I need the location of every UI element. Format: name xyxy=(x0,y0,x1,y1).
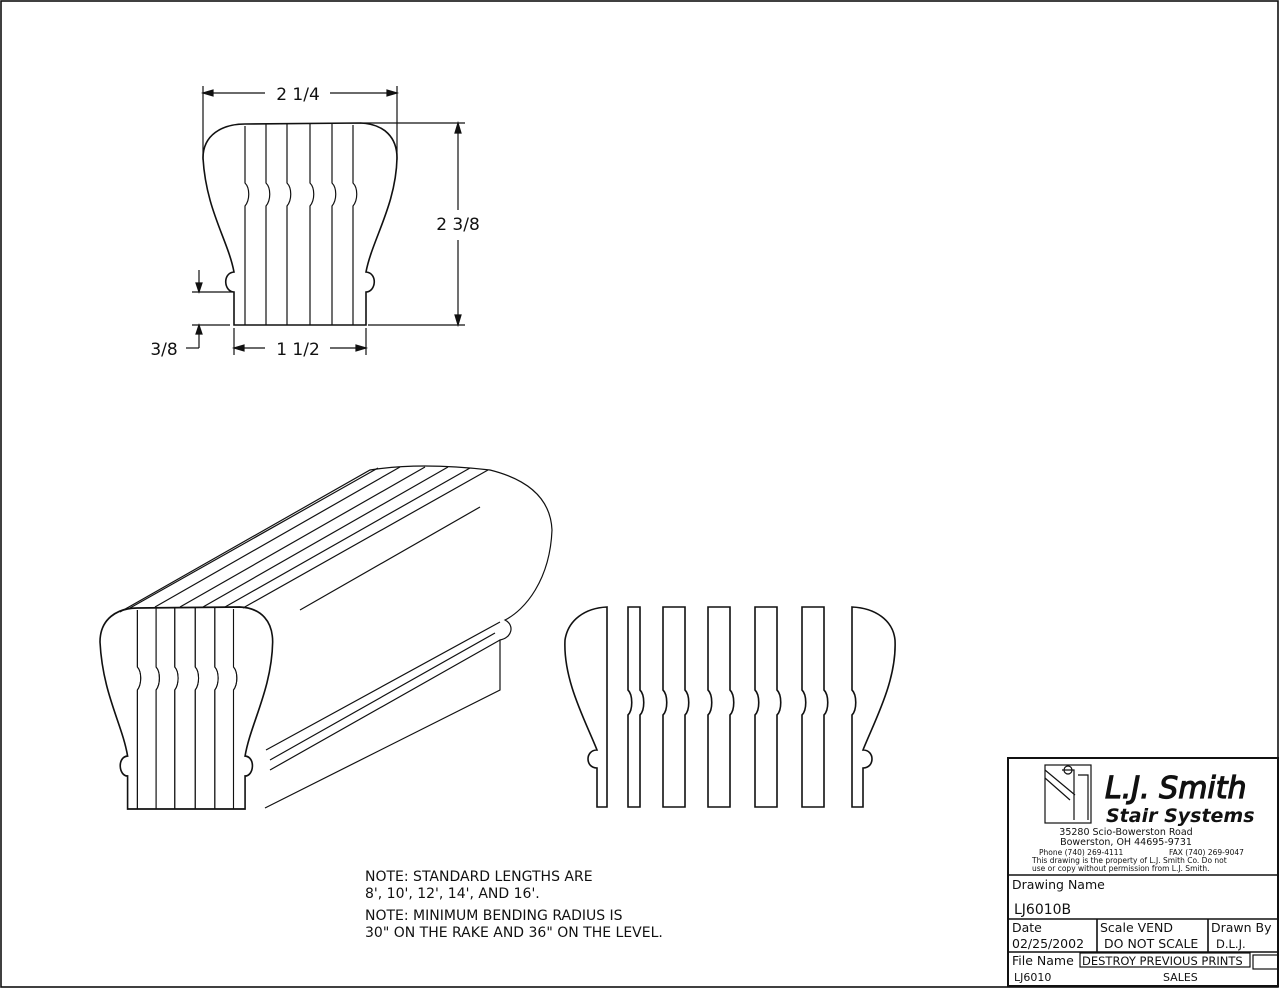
phone: Phone (740) 269-4111 xyxy=(1039,848,1124,857)
exploded-strips-view xyxy=(564,606,896,808)
notes: NOTE: STANDARD LENGTHS ARE 8', 10', 12',… xyxy=(365,869,663,941)
company-logo xyxy=(1044,764,1092,824)
drawing-name-label: Drawing Name xyxy=(1012,877,1105,892)
destroy-notice: DESTROY PREVIOUS PRINTS xyxy=(1082,954,1243,968)
fax: FAX (740) 269-9047 xyxy=(1169,848,1244,857)
title-block: L.J. Smith Stair Systems 35280 Scio-Bowe… xyxy=(1007,757,1279,987)
sales-label: SALES xyxy=(1163,971,1198,984)
note-line-2: 8', 10', 12', 14', AND 16'. xyxy=(365,886,540,902)
address-line-1: 35280 Scio-Bowerston Road xyxy=(1059,827,1192,838)
drawn-by: D.L.J. xyxy=(1216,937,1246,951)
company-sub: Stair Systems xyxy=(1106,805,1255,827)
dim-bead-height: 3/8 xyxy=(150,340,177,360)
dim-bottom-width: 1 1/2 xyxy=(276,340,320,360)
scale: DO NOT SCALE xyxy=(1104,936,1198,951)
profile-section-view: 2 1/4 2 3/8 1 1/2 3/8 xyxy=(150,85,479,360)
isometric-view xyxy=(99,465,553,810)
disclaimer-1: This drawing is the property of L.J. Smi… xyxy=(1031,856,1227,865)
note-line-3: NOTE: MINIMUM BENDING RADIUS IS xyxy=(365,908,623,924)
file-name: LJ6010 xyxy=(1014,971,1051,984)
company-name: L.J. Smith xyxy=(1105,771,1247,806)
note-line-4: 30" ON THE RAKE AND 36" ON THE LEVEL. xyxy=(365,925,663,941)
scale-label: Scale VEND xyxy=(1100,920,1173,935)
date: 02/25/2002 xyxy=(1012,936,1084,951)
disclaimer-2: use or copy without permission from L.J.… xyxy=(1032,864,1210,873)
drawn-by-label: Drawn By xyxy=(1211,920,1272,935)
date-label: Date xyxy=(1012,920,1042,935)
note-line-1: NOTE: STANDARD LENGTHS ARE xyxy=(365,869,593,885)
dim-top-width: 2 1/4 xyxy=(276,85,320,105)
address-line-2: Bowerston, OH 44695-9731 xyxy=(1060,837,1192,848)
dimension-lines xyxy=(186,86,465,355)
file-name-label: File Name xyxy=(1012,953,1074,968)
dim-height: 2 3/8 xyxy=(436,215,480,235)
drawing-name: LJ6010B xyxy=(1014,902,1071,918)
